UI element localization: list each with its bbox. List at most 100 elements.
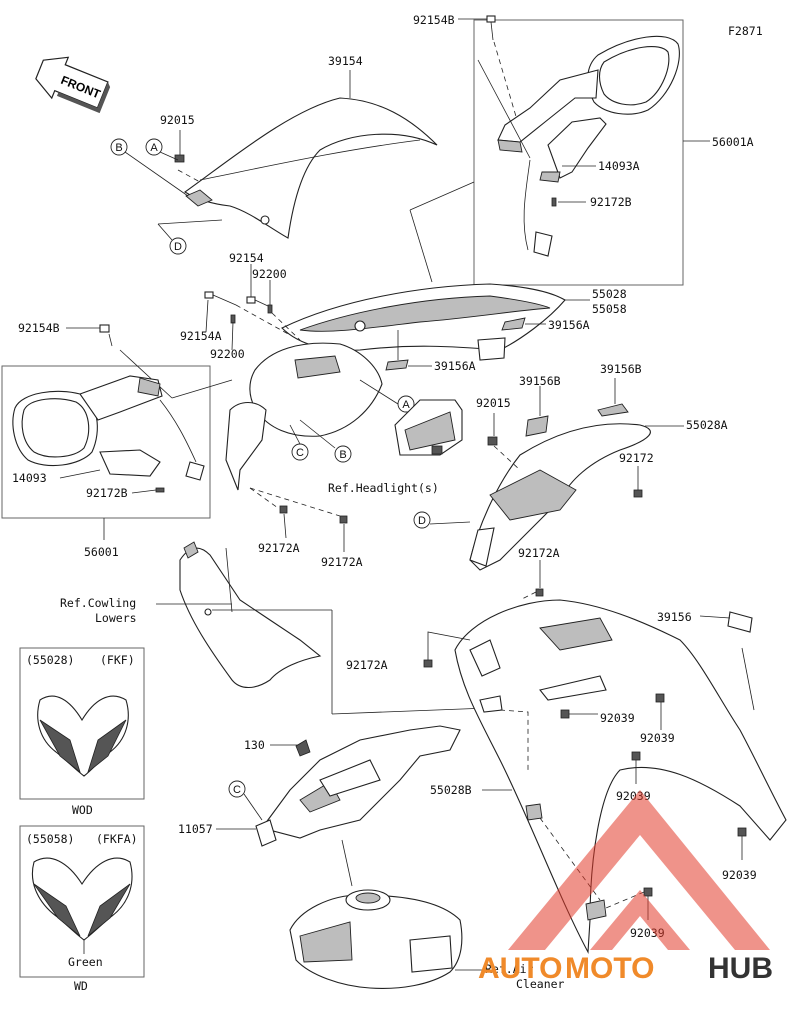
label-92172B-top: 92172B [590,195,632,209]
nut-92015 [174,154,185,163]
label-39156A-b: 39156A [434,359,476,373]
grommet-92200-b [230,314,236,324]
label-92154: 92154 [229,251,264,265]
label-39156: 39156 [657,610,692,624]
sticker-39156B-b [597,403,629,417]
variant-2-footer: WD [74,979,88,993]
mirror-left-part [12,375,205,481]
bolt-92154 [246,296,269,307]
label-39156B-b: 39156B [600,362,642,376]
label-92172A-b: 92172A [321,555,363,569]
svg-text:C: C [233,784,241,796]
label-92154A: 92154A [180,329,222,343]
bracket-11057 [255,725,461,847]
label-92039-b: 92039 [640,731,675,745]
label-92154B-top: 92154B [413,13,455,27]
variant-1-cowl-icon [37,695,129,777]
svg-text:A: A [402,399,410,411]
label-56001: 56001 [84,545,119,559]
label-39156A-a: 39156A [548,318,590,332]
label-92039-d: 92039 [722,868,757,882]
callout-b-1 [110,138,128,156]
clip-92039-a [560,709,570,719]
variant-box-1 [19,647,145,800]
label-92172A-c: 92172A [518,546,560,560]
air-cleaner-ref [289,889,463,989]
label-39156B-a: 39156B [519,374,561,388]
sticker-39156B-a [525,415,549,437]
cowling-lower-ref [179,541,322,689]
svg-text:B: B [115,142,122,154]
label-92015-a: 92015 [160,113,195,127]
label-55028A: 55028A [686,418,728,432]
svg-text:D: D [418,515,426,527]
variant-1-code: (FKF) [100,653,135,667]
label-130: 130 [244,738,265,752]
variant-2-part: (55058) [26,832,74,846]
inner-panel-55028A [469,423,651,571]
label-14093: 14093 [12,471,47,485]
label-14093A: 14093A [598,159,640,173]
svg-text:C: C [296,447,304,459]
headlight-part [394,399,463,456]
label-55028B: 55028B [430,783,472,797]
label-92154B-left: 92154B [18,321,60,335]
svg-text:A: A [150,142,158,154]
mirror-right-part [497,35,680,257]
clip-92039-c [631,751,641,761]
callout-d-1 [169,237,187,255]
variant-2-cowl-icon [31,857,133,941]
ref-cowling-1: Ref.Cowling [60,596,136,610]
label-92172A-d: 92172A [346,658,388,672]
variant-1-part: (55028) [26,653,74,667]
variant-2-code: (FKFA) [96,832,138,846]
label-92200-a: 92200 [252,267,287,281]
screw-92172A-d [423,659,433,668]
bolt-92154B-top [486,15,496,41]
screw-92172 [633,489,643,498]
sticker-39156A-a [501,317,526,331]
bolt-92154B-left [99,324,113,347]
watermark-hub: HUB [708,952,773,985]
label-92200-b: 92200 [210,347,245,361]
screw-92172A-a [279,505,288,514]
screw-92172A-c [535,588,544,597]
label-92015-b: 92015 [476,396,511,410]
bolt-92154A [204,291,237,306]
ref-cowling-2: Lowers [95,611,137,625]
ref-air-2: Cleaner [516,977,565,991]
variant-box-2 [19,825,145,978]
label-92172B-left: 92172B [86,486,128,500]
callout-a-1 [145,138,163,156]
windscreen-part [184,97,438,239]
screw-92172B-top [551,197,557,207]
mirror-right-box [473,19,684,286]
label-55058: 55058 [592,302,627,316]
side-fairing-55028B [454,599,787,954]
ref-air-1: Ref.Air [485,962,534,976]
clip-92039-e [643,887,653,897]
ref-headlight: Ref.Headlight(s) [328,481,439,495]
label-39154: 39154 [328,54,363,68]
label-92039-a: 92039 [600,711,635,725]
variant-2-color: Green [68,955,103,969]
upper-cowl-part [225,283,566,491]
clip-92039-d [737,827,747,837]
front-arrow-icon: FRONT [35,56,111,114]
screw-92172A-b [339,515,348,524]
label-56001A: 56001A [712,135,754,149]
screw-92172B-left [155,487,165,493]
svg-text:D: D [174,241,182,253]
callout-c-2 [228,780,246,798]
svg-text:B: B [339,449,346,461]
sticker-39156A-b [385,359,409,371]
watermark-auto: AUTO [478,952,562,985]
label-11057: 11057 [178,822,213,836]
figure-id: F2871 [728,24,763,38]
nut-92015-b [487,436,498,446]
grommet-92200-a [267,304,273,314]
clip-92039-b [655,693,665,703]
label-92172: 92172 [619,451,654,465]
label-92172A-a: 92172A [258,541,300,555]
